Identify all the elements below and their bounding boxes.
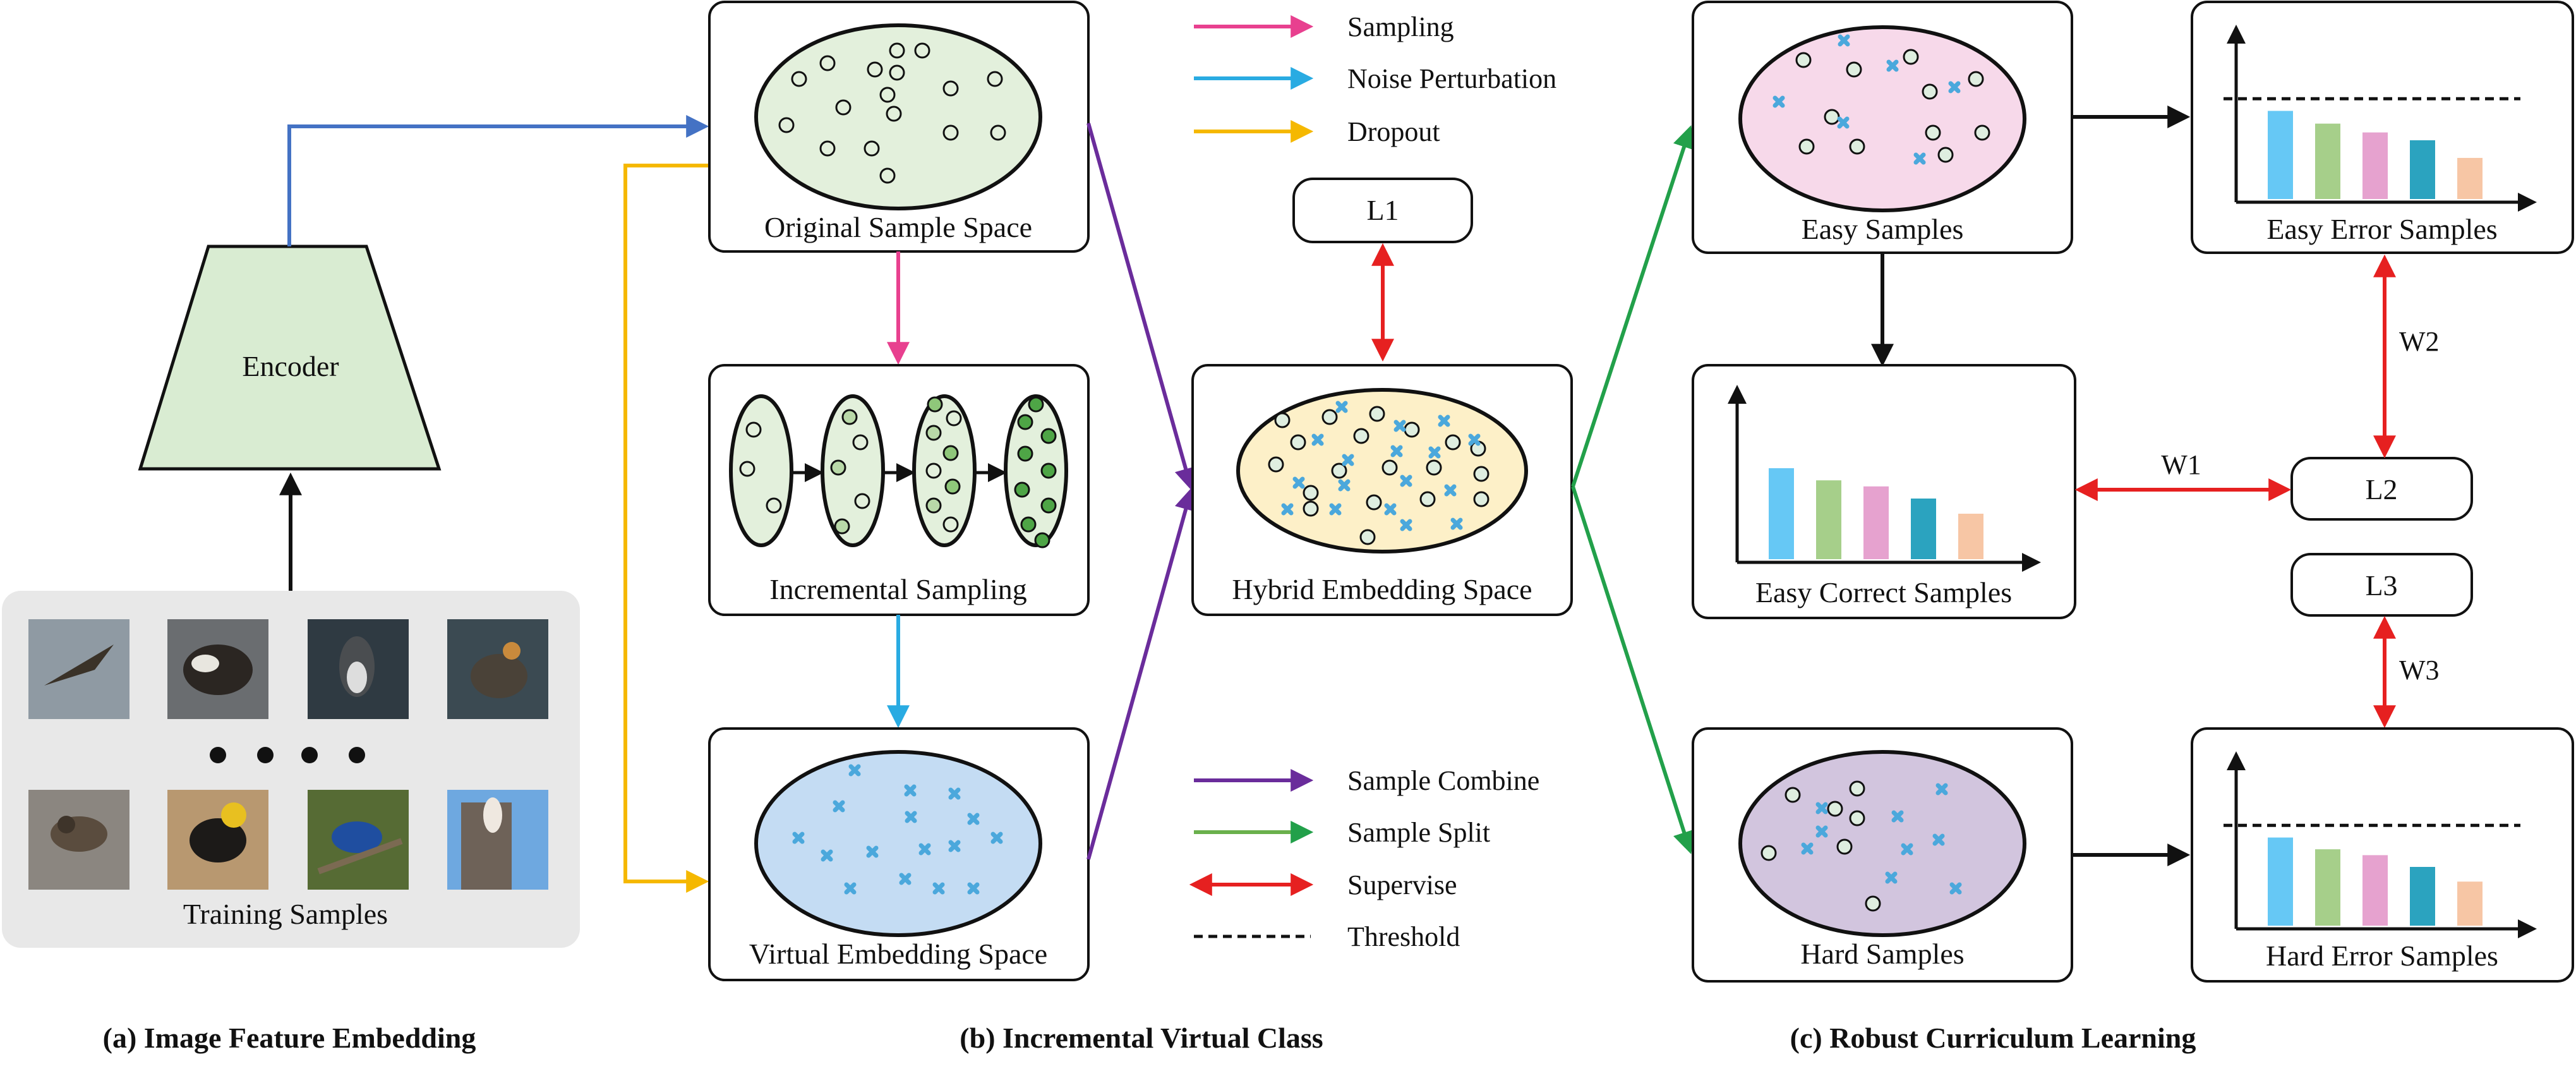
legend-dropout: Dropout xyxy=(1347,116,1440,147)
legend-sampling: Sampling xyxy=(1347,11,1454,42)
legend-top: Sampling Noise Perturbation Dropout xyxy=(1194,11,1556,147)
easy-error-bar-4 xyxy=(2410,140,2435,199)
easy-correct-bar-2 xyxy=(1816,480,1841,559)
l1-label: L1 xyxy=(1366,194,1399,226)
encoder: Encoder xyxy=(138,245,442,471)
caption-b: (b) Incremental Virtual Class xyxy=(960,1022,1323,1054)
arrow-split-hard xyxy=(1571,486,1695,854)
virtual-embedding-space: Virtual Embedding Space xyxy=(708,727,1090,981)
hard-error-bar-1 xyxy=(2268,837,2293,926)
easy-correct-bar-1 xyxy=(1769,468,1794,559)
legend-sample-split: Sample Split xyxy=(1347,817,1490,848)
legend-threshold: Threshold xyxy=(1347,921,1460,952)
easy-error-bar-3 xyxy=(2362,132,2388,199)
bird-thumbnails xyxy=(28,619,548,890)
easy-error-bar-2 xyxy=(2315,123,2340,199)
arrow-combine-original xyxy=(1086,123,1197,491)
legend-bottom: Sample Combine Sample Split Supervise Th… xyxy=(1189,765,1539,952)
hard-error-bars xyxy=(2268,837,2483,926)
legend-sample-combine: Sample Combine xyxy=(1347,765,1539,796)
original-sample-space-label: Original Sample Space xyxy=(764,211,1032,243)
hard-error-bar-3 xyxy=(2362,855,2388,926)
easy-correct-bar-4 xyxy=(1911,499,1936,559)
easy-correct-bar-5 xyxy=(1958,514,1983,559)
hard-samples: Hard Samples xyxy=(1692,727,2073,983)
hard-error-samples: Hard Error Samples xyxy=(2191,727,2574,983)
easy-correct-samples: Easy Correct Samples xyxy=(1692,364,2076,619)
virtual-embedding-space-label: Virtual Embedding Space xyxy=(749,938,1047,970)
original-sample-space: Original Sample Space xyxy=(708,1,1090,253)
w1-label: W1 xyxy=(2161,449,2201,480)
easy-correct-bar-3 xyxy=(1863,486,1889,559)
l2-box: L2 xyxy=(2290,457,2473,521)
hard-error-samples-label: Hard Error Samples xyxy=(2266,940,2498,972)
caption-c: (c) Robust Curriculum Learning xyxy=(1790,1022,2196,1054)
easy-correct-samples-label: Easy Correct Samples xyxy=(1755,576,2012,608)
easy-samples-label: Easy Samples xyxy=(1802,213,1964,245)
easy-error-bar-1 xyxy=(2268,111,2293,199)
easy-correct-bars xyxy=(1769,468,1983,559)
arrow-encoder-to-original xyxy=(287,115,709,246)
legend-noise-perturbation: Noise Perturbation xyxy=(1347,63,1556,94)
hybrid-embedding-space-label: Hybrid Embedding Space xyxy=(1232,573,1532,605)
hard-samples-label: Hard Samples xyxy=(1800,938,1964,970)
arrow-split-easy xyxy=(1571,125,1695,487)
legend-supervise: Supervise xyxy=(1347,869,1457,900)
l2-label: L2 xyxy=(2365,473,2397,505)
training-samples-panel: Training Samples xyxy=(2,591,580,948)
easy-error-bars xyxy=(2268,111,2483,199)
l3-box: L3 xyxy=(2290,553,2473,617)
w3-label: W3 xyxy=(2399,655,2440,686)
easy-error-bar-5 xyxy=(2457,157,2483,199)
arrow-dropout xyxy=(623,164,709,893)
incremental-sampling: Incremental Sampling xyxy=(708,364,1090,616)
encoder-label: Encoder xyxy=(242,350,339,382)
caption-a: (a) Image Feature Embedding xyxy=(103,1022,476,1054)
w2-label: W2 xyxy=(2399,326,2440,357)
easy-error-samples-label: Easy Error Samples xyxy=(2266,213,2497,245)
l1-box: L1 xyxy=(1292,178,1473,243)
hybrid-embedding-space: Hybrid Embedding Space xyxy=(1191,364,1573,616)
hard-error-bar-2 xyxy=(2315,849,2340,926)
training-samples-label: Training Samples xyxy=(183,898,388,930)
easy-error-samples: Easy Error Samples xyxy=(2191,1,2574,254)
hard-error-bar-5 xyxy=(2457,881,2483,926)
arrow-combine-virtual xyxy=(1086,487,1197,860)
hard-error-bar-4 xyxy=(2410,867,2435,926)
ellipsis-dots xyxy=(210,747,365,763)
l3-label: L3 xyxy=(2365,569,2397,602)
incremental-sampling-label: Incremental Sampling xyxy=(769,573,1027,605)
easy-samples: Easy Samples xyxy=(1692,1,2073,254)
